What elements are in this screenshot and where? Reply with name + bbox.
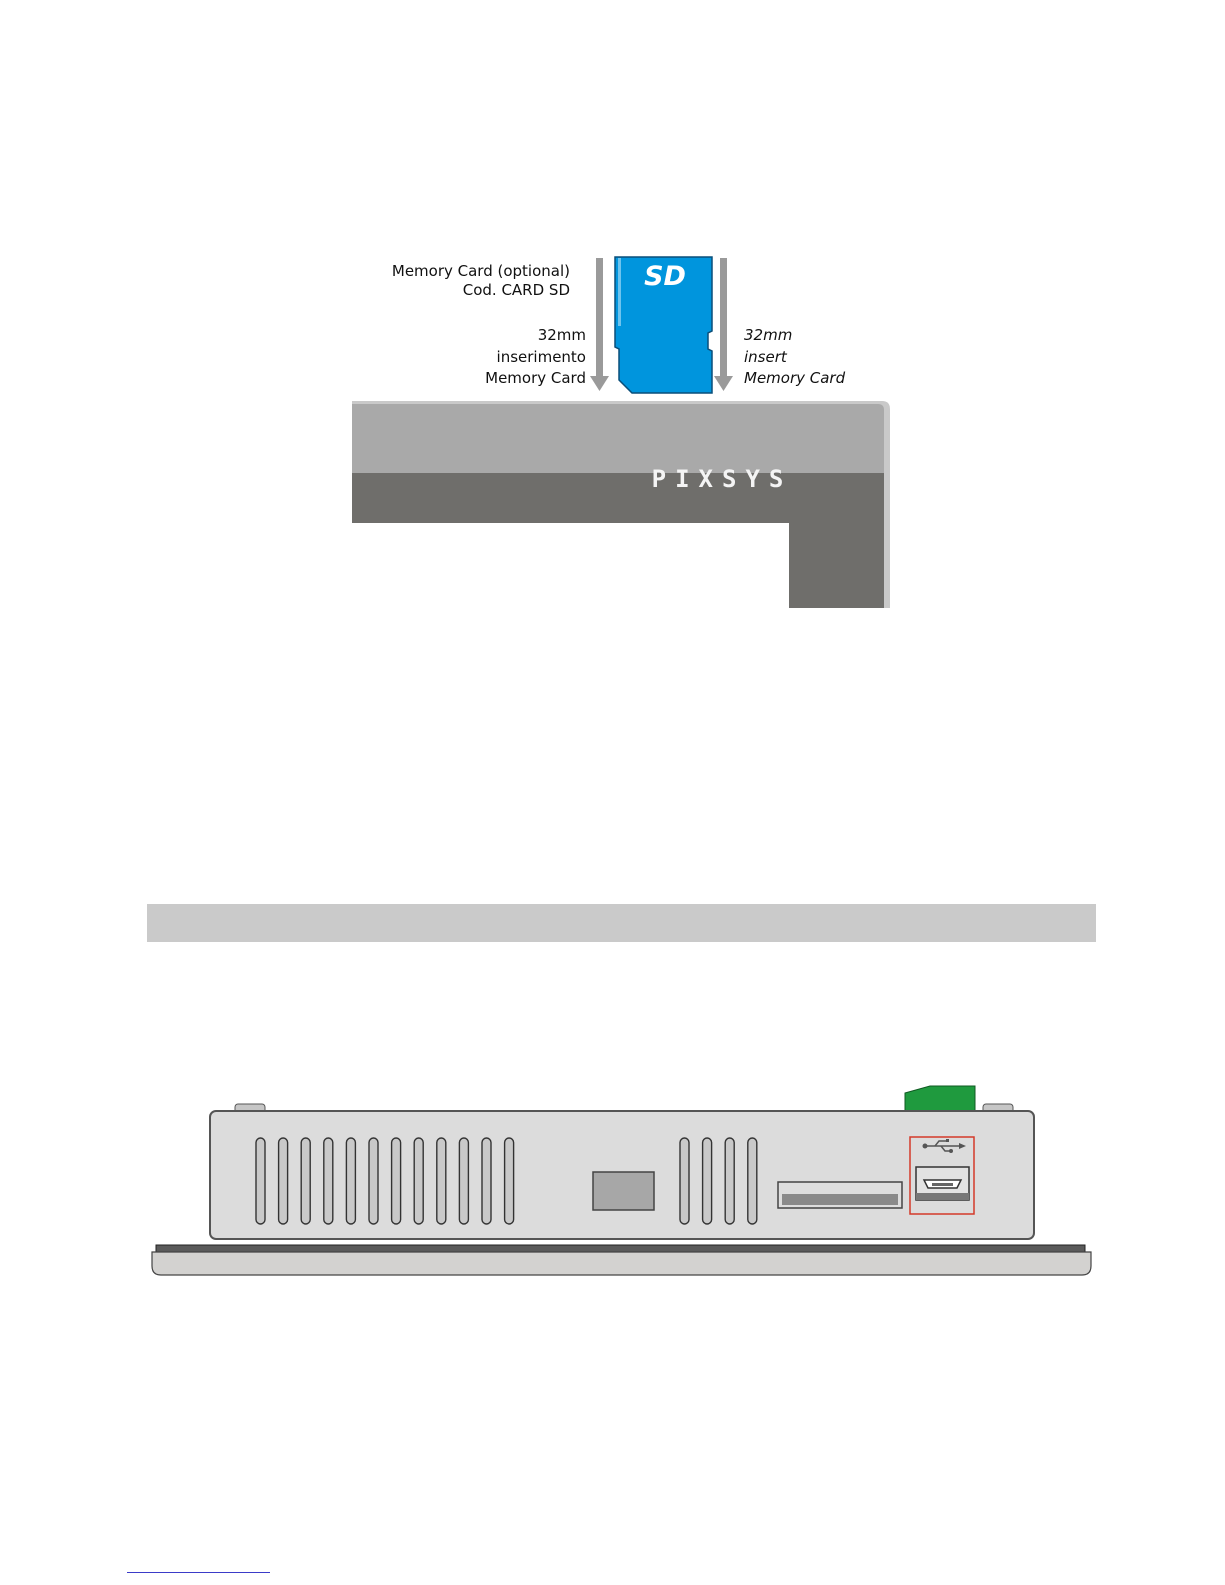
mini-usb-port: [916, 1167, 969, 1200]
vent-slot: [748, 1138, 757, 1224]
vent-slot: [680, 1138, 689, 1224]
vent-slot: [301, 1138, 310, 1224]
card-label-line1: Memory Card (optional): [352, 261, 570, 282]
it-card-label: Memory Card: [452, 368, 586, 389]
sd-card: SD: [615, 257, 712, 393]
vent-slot: [256, 1138, 265, 1224]
vent-slots: [256, 1138, 757, 1224]
en-length-label: 32mm: [744, 325, 792, 346]
vent-slot: [437, 1138, 446, 1224]
right-insert-arrow: [714, 258, 733, 391]
card-label-line2: Cod. CARD SD: [352, 280, 570, 301]
device-side-view: [0, 1080, 1225, 1305]
vent-slot: [725, 1138, 734, 1224]
label-window: [593, 1172, 654, 1210]
panel-corner: PIXSYS: [352, 401, 890, 608]
vent-slot: [324, 1138, 333, 1224]
section-header-bar: [147, 904, 1096, 942]
vent-slot: [392, 1138, 401, 1224]
sd-insertion-diagram: SD PIXSYS: [0, 0, 1225, 620]
it-insert-label: inserimento: [452, 347, 586, 368]
vent-slot: [346, 1138, 355, 1224]
vent-slot: [505, 1138, 514, 1224]
vent-slot: [414, 1138, 423, 1224]
it-length-label: 32mm: [452, 325, 586, 346]
vent-slot: [279, 1138, 288, 1224]
en-insert-label: insert: [744, 347, 787, 368]
left-insert-arrow: [590, 258, 609, 391]
vent-slot: [369, 1138, 378, 1224]
sd-logo: SD: [644, 261, 686, 292]
footnote-separator: [127, 1572, 270, 1573]
vent-slot: [459, 1138, 468, 1224]
brand-logo: PIXSYS: [652, 465, 793, 493]
vent-slot: [703, 1138, 712, 1224]
front-bezel: [152, 1245, 1091, 1275]
sd-card-slot: [778, 1182, 902, 1208]
en-card-label: Memory Card: [744, 368, 845, 389]
vent-slot: [482, 1138, 491, 1224]
